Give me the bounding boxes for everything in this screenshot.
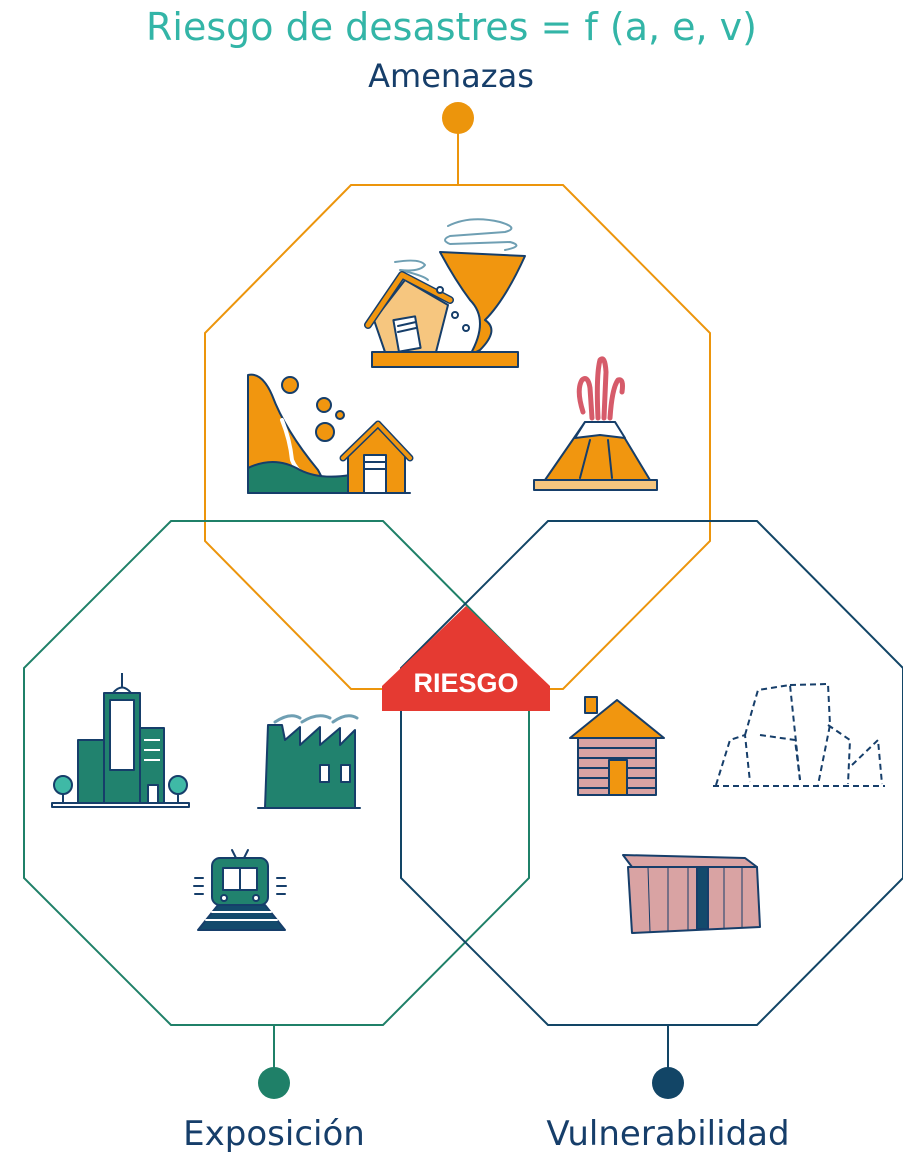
- exposure-connector: [258, 1025, 290, 1099]
- hazards-octagon: [204, 184, 711, 690]
- diagram-title: Riesgo de desastres = f (a, e, v): [146, 5, 757, 49]
- landslide-icon: [247, 373, 414, 494]
- volcano-icon: [533, 356, 658, 491]
- riesgo-badge: RIESGO: [382, 606, 550, 711]
- log-cabin-icon: [569, 696, 665, 796]
- vulnerability-connector: [652, 1025, 684, 1099]
- exposure-label: Exposición: [183, 1114, 365, 1154]
- vulnerability-label: Vulnerabilidad: [546, 1114, 790, 1154]
- train-icon: [193, 849, 287, 931]
- riesgo-label: RIESGO: [413, 668, 518, 698]
- factory-icon: [257, 714, 361, 809]
- hazards-connector: [442, 102, 474, 185]
- exposure-octagon: [23, 520, 530, 1026]
- vulnerability-octagon: [400, 520, 903, 1026]
- shack-icon: [622, 854, 761, 934]
- collapsed-building-icon: [713, 683, 885, 787]
- hazards-label: Amenazas: [368, 57, 534, 95]
- tornado-house-icon: [364, 218, 526, 368]
- buildings-icon: [51, 673, 190, 808]
